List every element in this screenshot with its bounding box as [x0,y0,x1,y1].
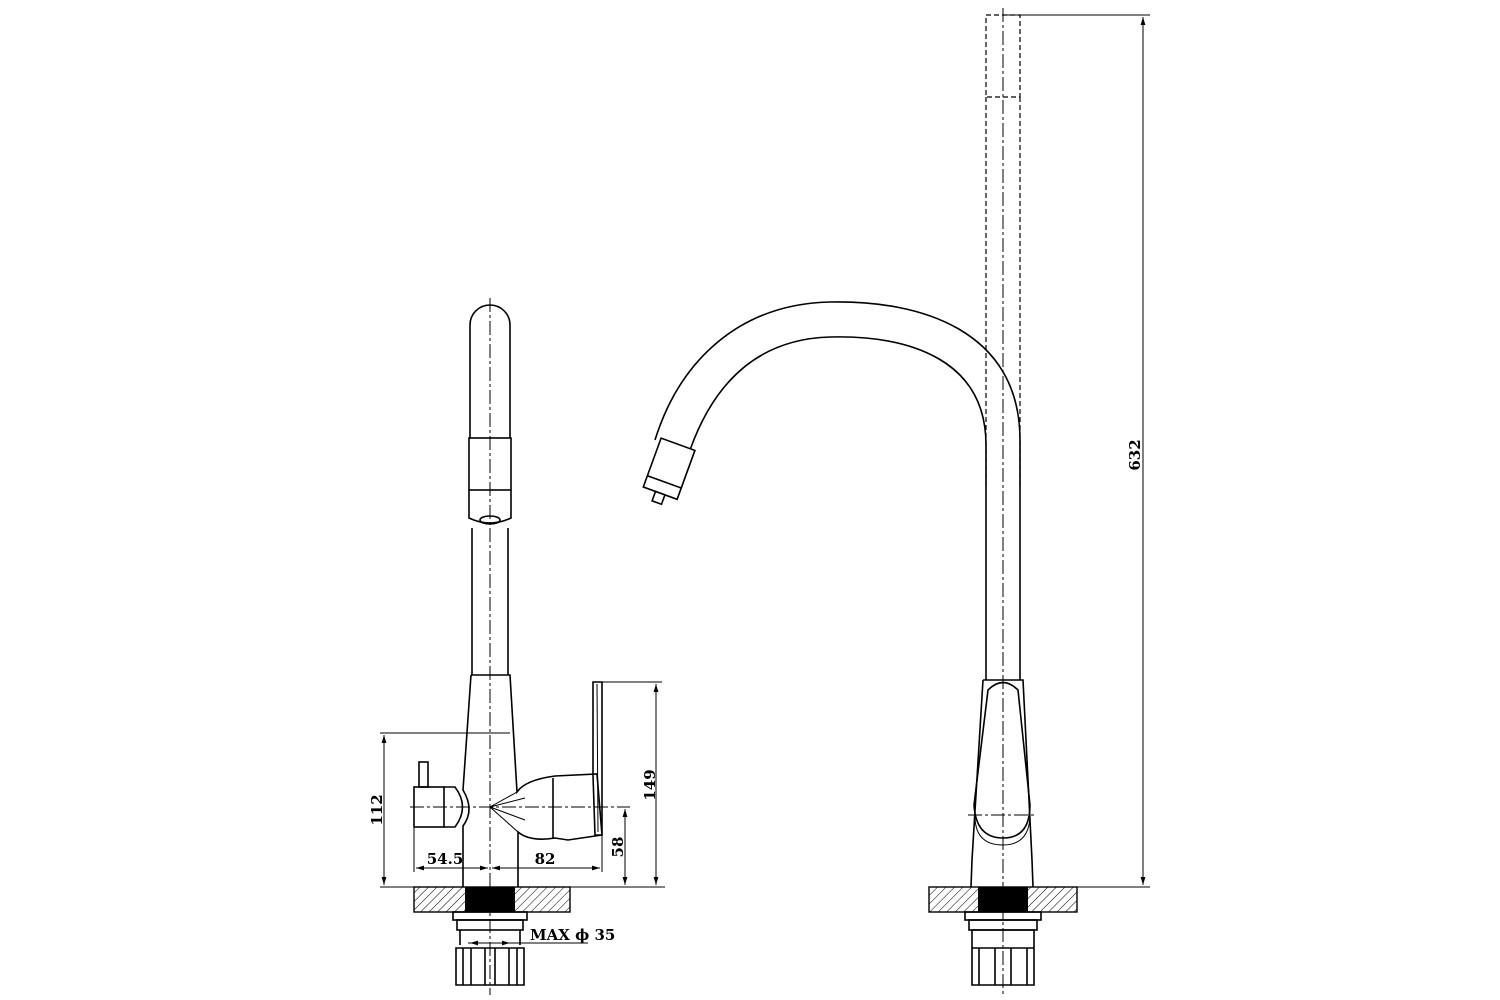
gooseneck-outer [654,301,1021,485]
body-facets [489,791,526,833]
side-view: 112 149 58 54.5 82 MAX ϕ 35 [368,298,665,995]
mixer-body-right [471,674,603,887]
dim-54-5-label: 54.5 [427,850,464,868]
dim-149-label: 149 [641,769,659,800]
front-mount-fingers [971,929,1035,986]
dim-82-label: 82 [535,850,556,868]
aerator-head [468,490,512,524]
mount-fingers [455,947,525,986]
dim-58-label: 58 [609,837,627,858]
spray-head-band [647,474,682,489]
gooseneck-inner [689,336,987,485]
spout-tube-lower [471,528,509,675]
spout-tube-top [469,304,511,438]
aerator-band [468,437,512,491]
mixer-body-left [462,674,472,887]
diverter-pin [418,761,429,788]
spray-nozzle [651,490,666,506]
aerator-outlet [479,515,501,525]
dim-112-label: 112 [368,794,386,825]
lever-handle[interactable] [592,681,603,836]
spray-head-body [642,437,696,501]
spray-head[interactable] [640,437,696,509]
front-view: 632 [640,8,1150,995]
front-body [970,679,1034,888]
dim-632-label: 632 [1126,439,1144,470]
spout-riser [985,485,1021,680]
mount-washer [456,919,524,931]
deck-hole-section [465,887,515,912]
front-lever-base [974,817,1031,846]
front-lever[interactable] [973,681,1031,839]
lever-edge [596,683,599,833]
dim-max-35-label: MAX ϕ 35 [530,926,615,944]
front-deck-hole [978,887,1028,912]
swivel-tube-hidden [985,97,1021,485]
